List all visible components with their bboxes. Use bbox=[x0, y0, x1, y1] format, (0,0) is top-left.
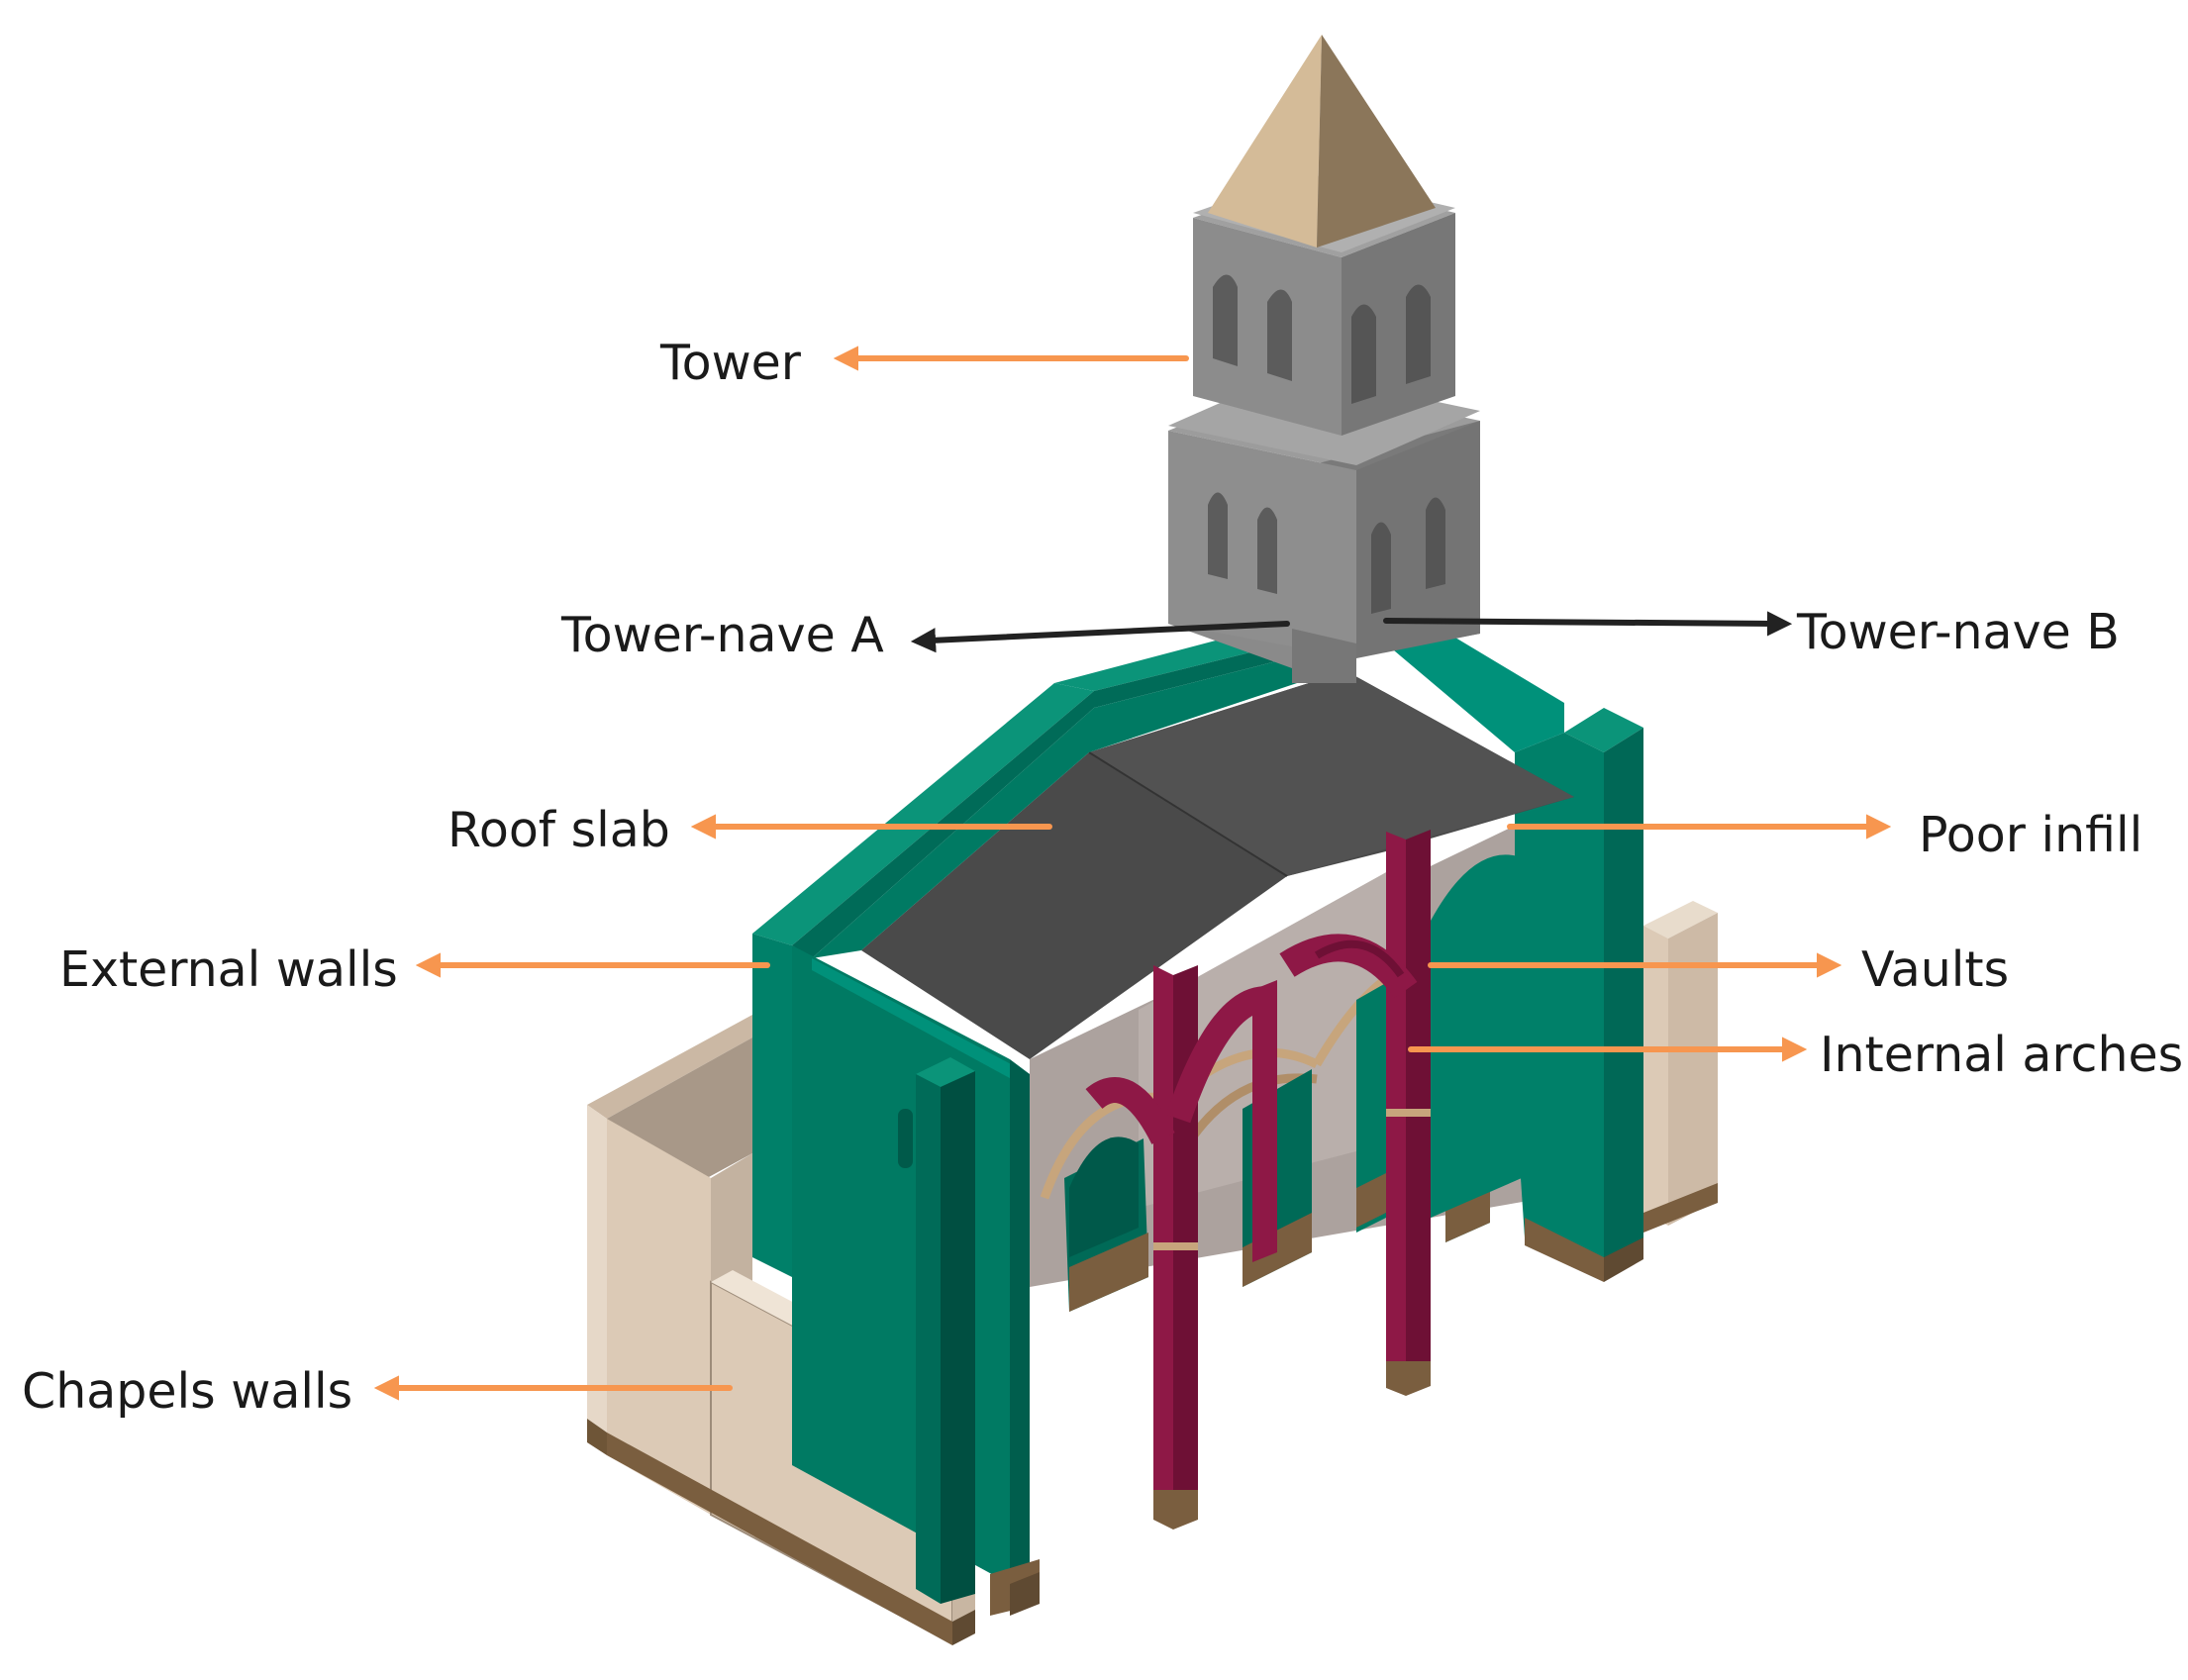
tower-nave-b-arrow bbox=[1383, 611, 1793, 637]
tower-nave-a-label: Tower-nave A bbox=[560, 607, 884, 663]
chapels-walls-right bbox=[1643, 901, 1718, 1233]
labels: Tower Tower-nave A Tower-nave B Roof sla… bbox=[22, 335, 2183, 1420]
tower-nave-b-label: Tower-nave B bbox=[1796, 604, 2120, 660]
roof-slab-label: Roof slab bbox=[448, 802, 670, 858]
roof-slab bbox=[861, 671, 1574, 1059]
tower bbox=[1168, 35, 1480, 683]
poor-infill-label: Poor infill bbox=[1919, 807, 2142, 863]
tower-nave-a-arrow bbox=[910, 621, 1290, 653]
arrows bbox=[373, 346, 1892, 1401]
external-walls bbox=[752, 622, 1327, 1616]
external-walls-label: External walls bbox=[59, 941, 398, 998]
chapels-walls-label: Chapels walls bbox=[22, 1363, 352, 1420]
internal-arches-label: Internal arches bbox=[1820, 1027, 2183, 1083]
tower-label: Tower bbox=[659, 335, 802, 391]
internal-arches bbox=[1085, 830, 1431, 1530]
vaults-label: Vaults bbox=[1861, 941, 2009, 998]
